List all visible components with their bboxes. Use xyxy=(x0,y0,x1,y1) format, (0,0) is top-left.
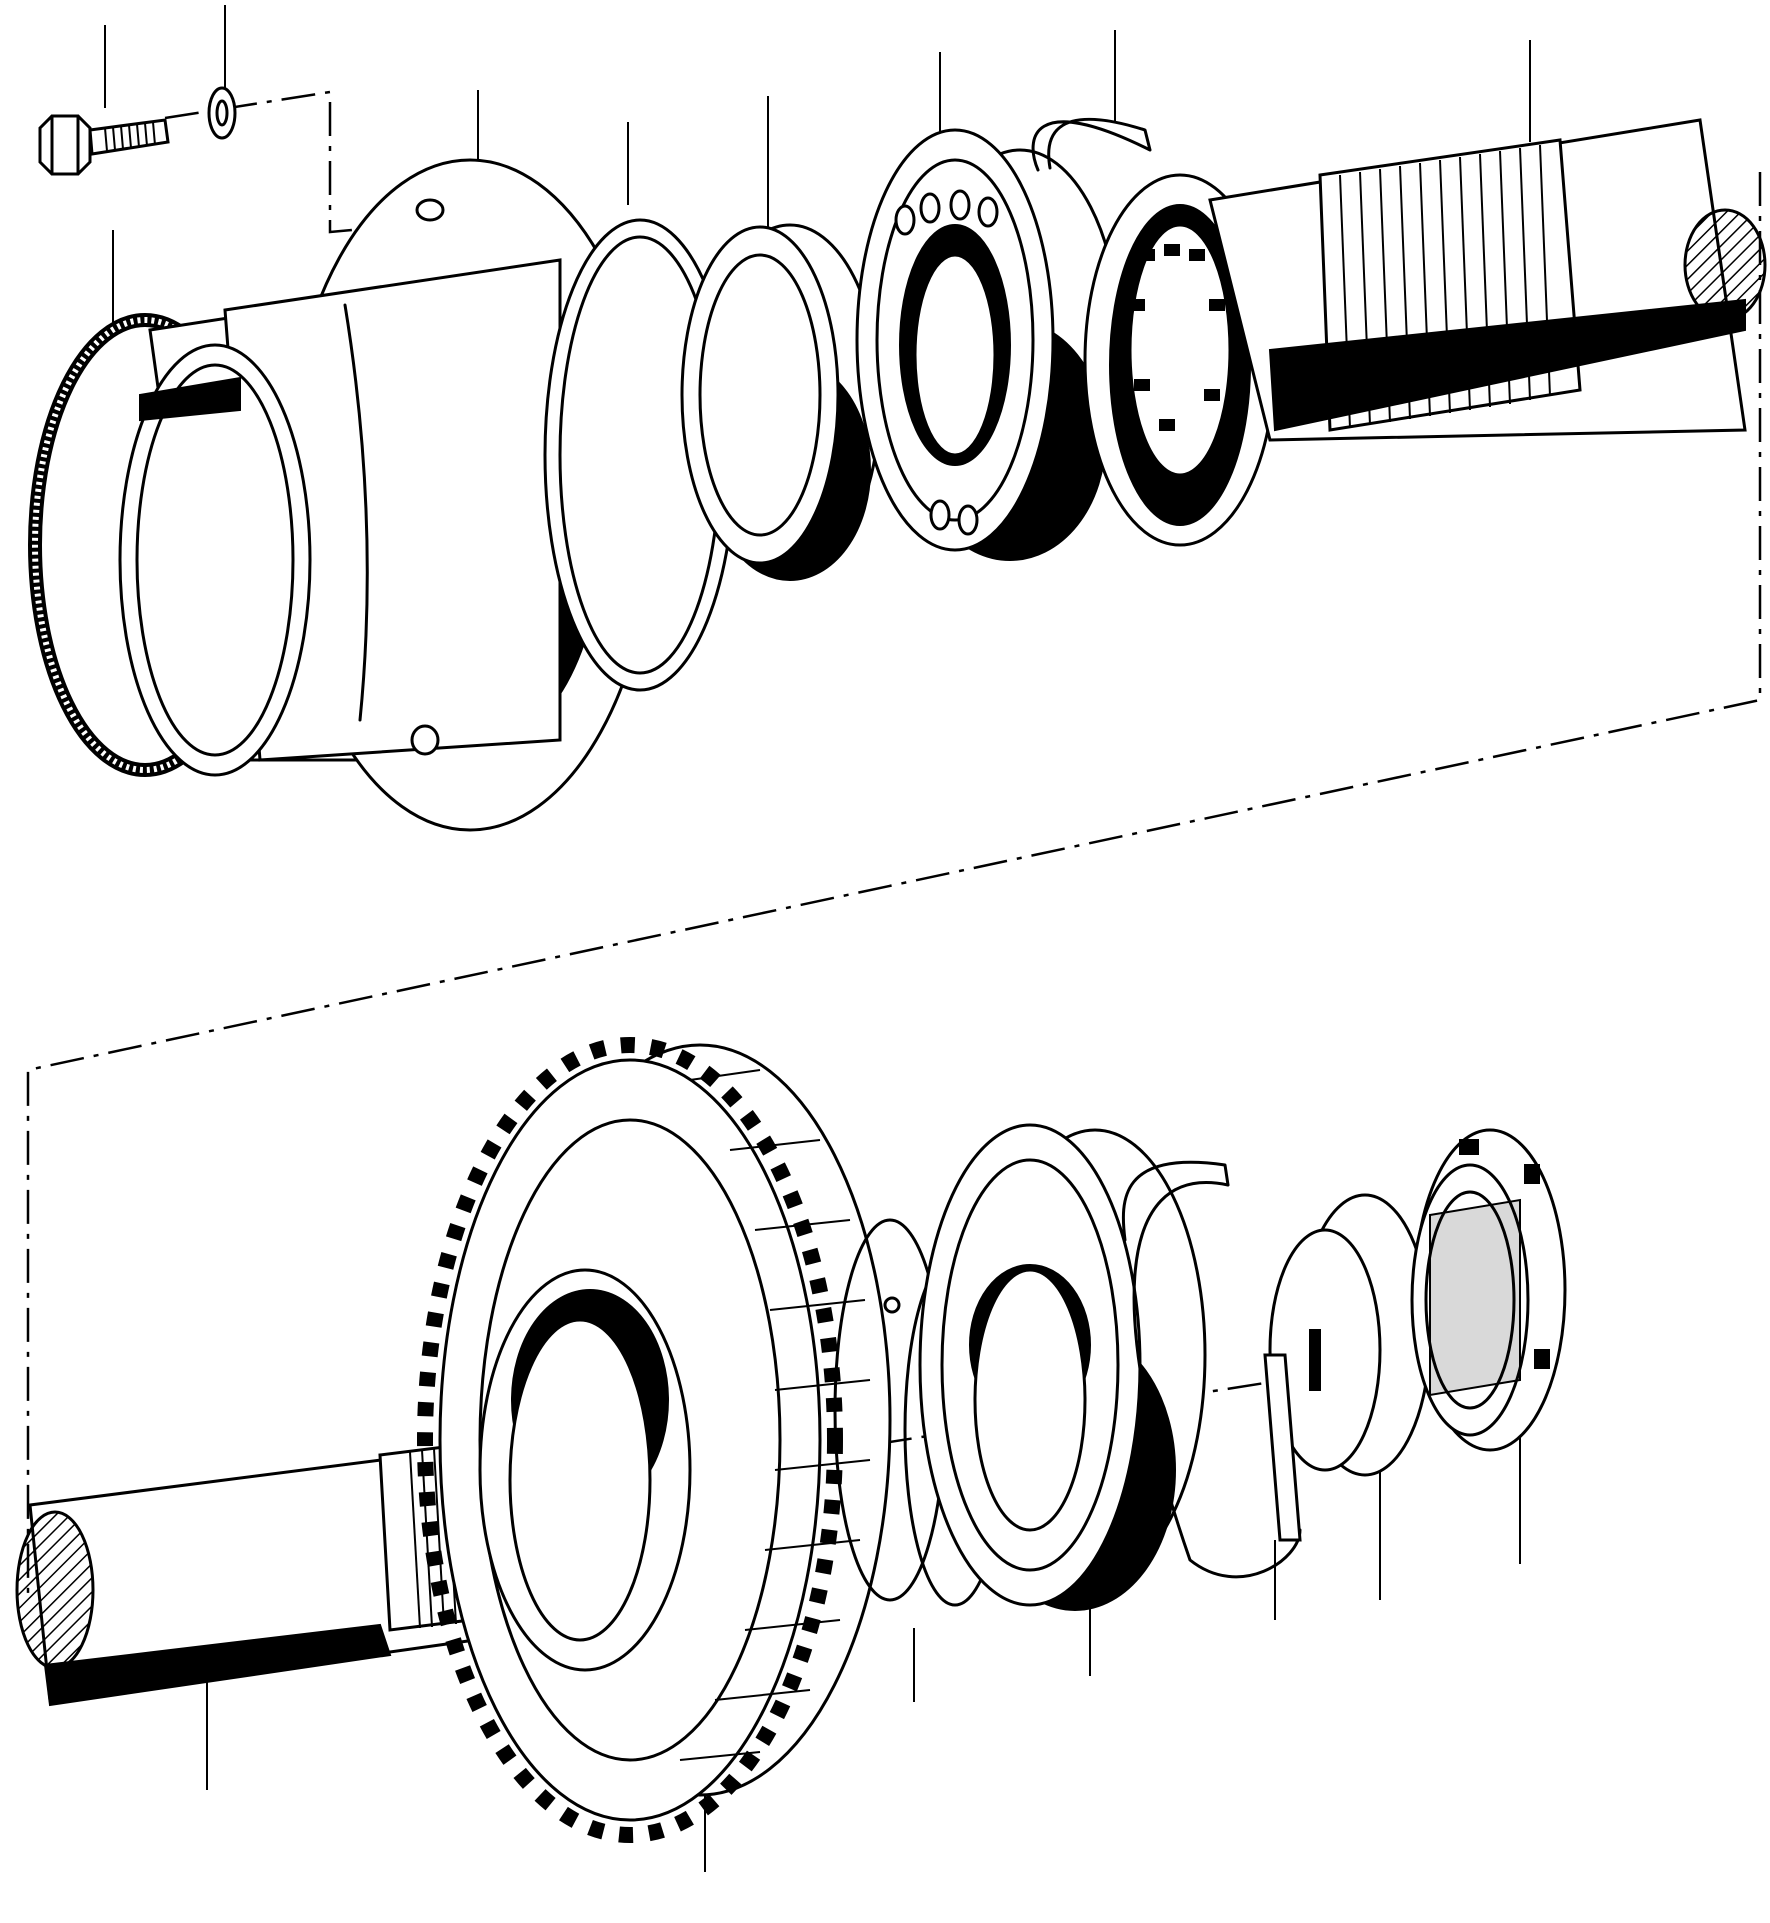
lower-shaft xyxy=(15,1443,477,1707)
lower-ball-bearing xyxy=(918,1123,1207,1611)
upper-retaining-ring xyxy=(1031,117,1152,172)
lock-washer xyxy=(207,86,237,140)
helical-gear xyxy=(417,1037,892,1843)
spacer-ring xyxy=(680,223,882,581)
slotted-nut xyxy=(1410,1128,1567,1452)
tab-lock-washer xyxy=(1263,1193,1432,1542)
splined-output-shaft xyxy=(1208,118,1767,442)
hex-bolt xyxy=(38,114,170,176)
lower-retaining-ring xyxy=(1121,1160,1302,1579)
upper-roller-bearing xyxy=(855,128,1122,561)
